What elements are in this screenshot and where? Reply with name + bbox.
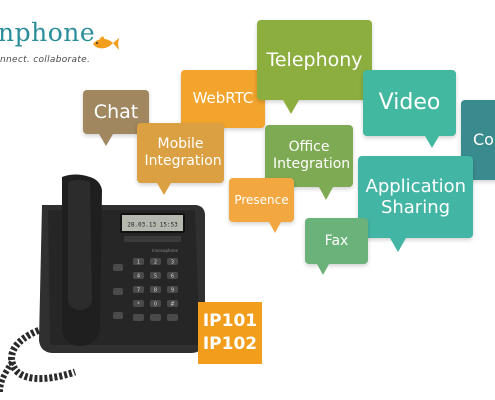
- bubble-fax: Fax: [305, 218, 368, 275]
- svg-text:6: 6: [171, 274, 174, 280]
- svg-text:*: *: [137, 302, 140, 308]
- bubble-telephony: Telephony: [257, 20, 372, 114]
- phone-brand-label: innovaphone: [152, 248, 179, 253]
- bubble-presence-label: Presence: [234, 192, 289, 207]
- svg-text:0: 0: [154, 302, 157, 308]
- svg-text:7: 7: [137, 288, 140, 294]
- phone-cord: [8, 321, 77, 383]
- bubble-chat-label: Chat: [93, 100, 139, 123]
- phone-screen: [120, 213, 185, 233]
- bubble-video-label: Video: [378, 90, 441, 116]
- bubble-application-sharing-label: Application Sharing: [365, 175, 467, 218]
- bubble-video: Video: [363, 70, 456, 148]
- bubble-fax-label: Fax: [324, 232, 349, 249]
- bubble-mobile-integration: Mobile Integration: [137, 123, 224, 195]
- svg-text:#: #: [170, 302, 174, 308]
- bubble-webrtc-label: WebRTC: [192, 89, 254, 108]
- bubble-application-sharing: Application Sharing: [358, 156, 473, 252]
- svg-text:4: 4: [137, 274, 140, 280]
- desk-phone-illustration: 28.03.13 15:53 innovaphone 1 2 3: [0, 174, 205, 393]
- bubble-office-integration: Office Integration: [265, 125, 353, 200]
- goldfish-icon: [93, 36, 119, 50]
- phone-keypad: [113, 258, 178, 321]
- model-ip101: IP101: [202, 311, 258, 332]
- bubble-mobile-integration-label: Mobile Integration: [144, 136, 222, 169]
- bubble-webrtc: WebRTC: [181, 70, 265, 140]
- svg-text:9: 9: [171, 288, 174, 294]
- bubble-collaboration: Co: [461, 100, 495, 180]
- svg-text:1: 1: [137, 260, 140, 266]
- bubble-telephony-label: Telephony: [266, 48, 363, 71]
- bubble-chat: Chat: [83, 90, 149, 146]
- brand-tagline: nnect. collaborate.: [0, 55, 91, 65]
- model-ip102: IP102: [202, 334, 258, 354]
- bubble-office-integration-label: Office Integration: [273, 139, 351, 172]
- bubble-presence: Presence: [229, 178, 294, 233]
- svg-text:3: 3: [171, 260, 174, 266]
- bubble-collaboration-label: Co: [473, 129, 494, 149]
- svg-text:5: 5: [154, 274, 157, 280]
- model-badge: IP101 IP102: [198, 302, 262, 364]
- svg-text:8: 8: [154, 288, 157, 294]
- phone-display-text: 28.03.13 15:53: [127, 222, 178, 229]
- svg-text:2: 2: [154, 260, 157, 266]
- brand-logo: nphone: [0, 18, 96, 47]
